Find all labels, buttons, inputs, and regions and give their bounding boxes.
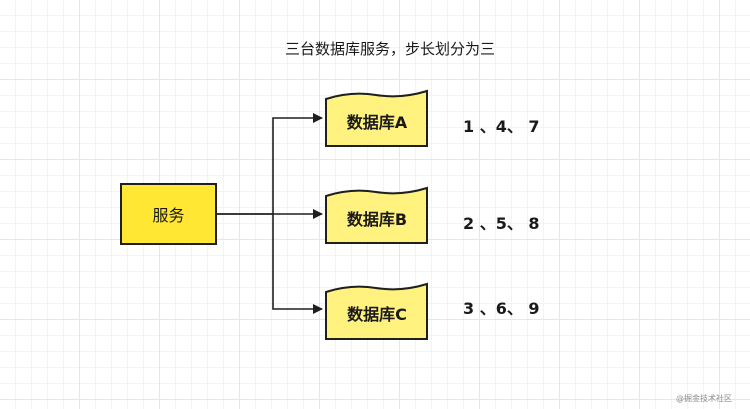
- database-a-label: 数据库A: [346, 113, 408, 132]
- watermark: @掘金技术社区: [676, 394, 732, 403]
- database-b-label: 数据库B: [346, 210, 408, 229]
- connector-to-database-a: [217, 113, 323, 215]
- connector-to-database-c: [272, 214, 323, 314]
- database-a-sequence: 1 、4、 7: [463, 117, 540, 136]
- service-node: 服务: [120, 183, 217, 245]
- database-c-label: 数据库C: [347, 305, 407, 324]
- database-c-sequence: 3 、6、 9: [463, 299, 540, 318]
- diagram-title: 三台数据库服务，步长划分为三: [285, 40, 496, 58]
- service-label: 服务: [152, 206, 185, 225]
- database-b-sequence: 2 、5、 8: [463, 214, 540, 233]
- database-b-shape: [325, 186, 428, 244]
- database-a-shape: [325, 89, 428, 147]
- database-c-shape: [325, 282, 428, 340]
